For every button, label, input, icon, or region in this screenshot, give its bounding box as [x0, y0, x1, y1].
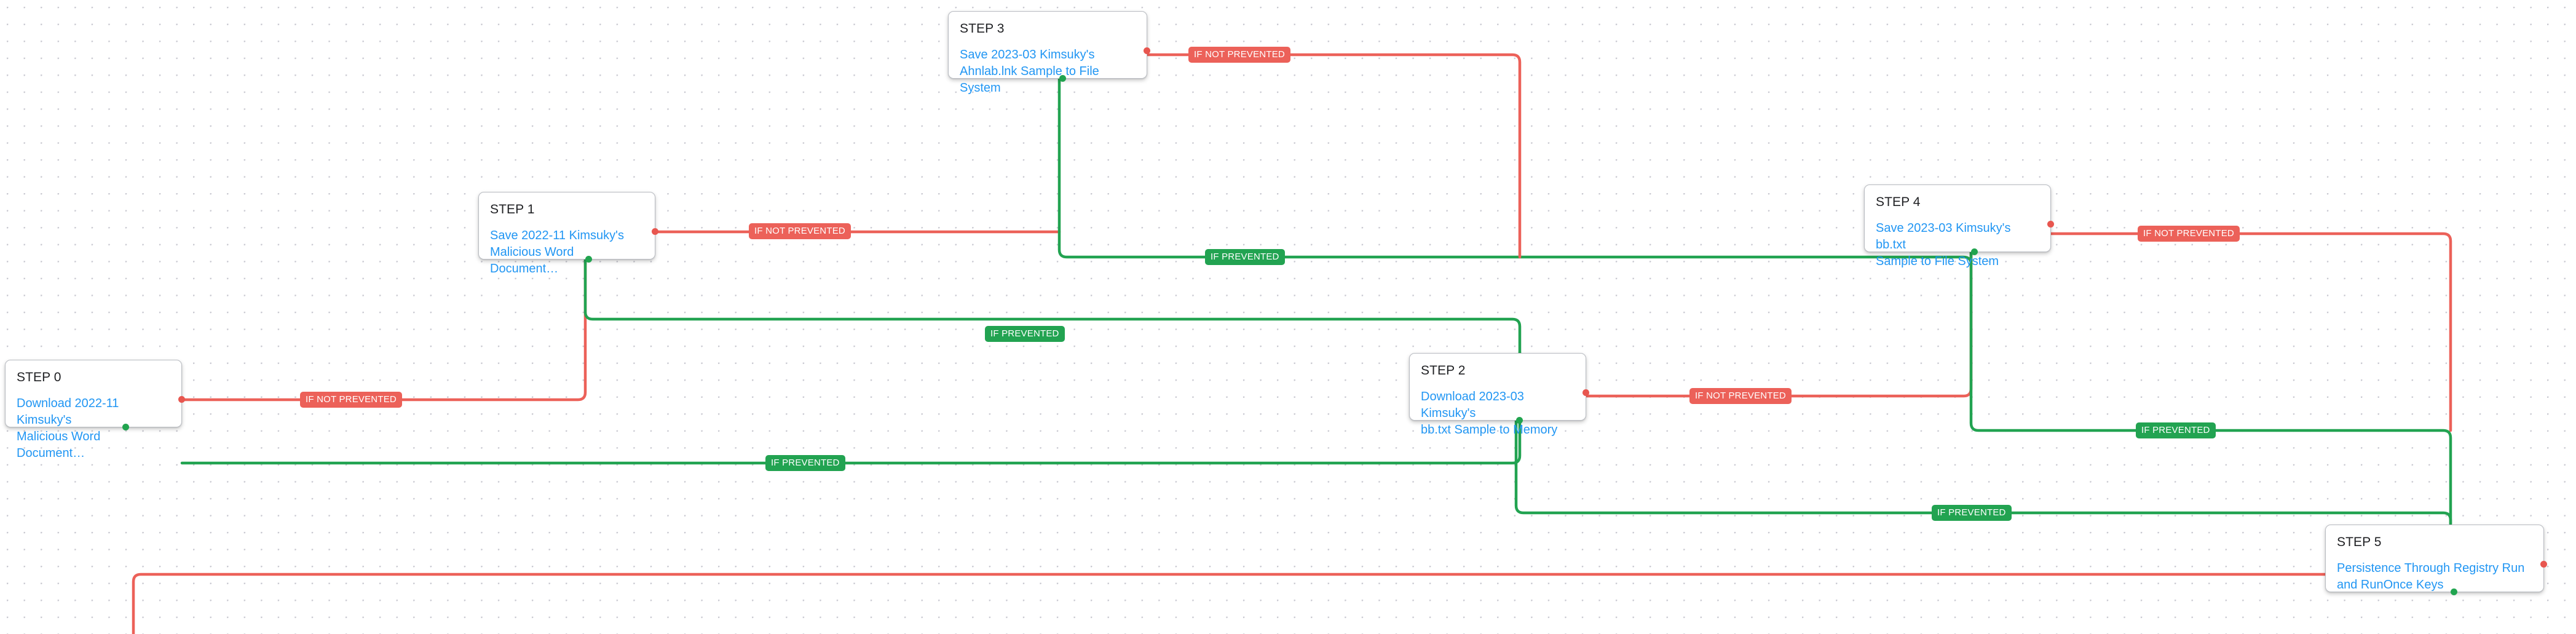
node-step1[interactable]: STEP 1 Save 2022-11 Kimsuky's Malicious … [478, 192, 655, 275]
node-step3-desc-line-2: Ahnlab.lnk Sample to File System [960, 65, 1099, 95]
node-step1-desc-line-1: Save 2022-11 Kimsuky's [490, 229, 624, 243]
node-step2-description: Download 2023-03 Kimsuky's bb.txt Sample… [1421, 389, 1574, 438]
node-step3-title: STEP 3 [960, 22, 1005, 36]
edge-label-step1-step2[interactable]: IF PREVENTED [985, 326, 1065, 342]
edge-label-step3-step4[interactable]: IF PREVENTED [1205, 249, 1285, 265]
edge-label-step2-step5[interactable]: IF PREVENTED [1932, 505, 2012, 521]
node-step5-description: Persistence Through Registry Run and Run… [2337, 560, 2532, 593]
node-step0-desc-line-1: Download 2022-11 Kimsuky's [17, 397, 119, 427]
node-step4-desc-line-1: Save 2023-03 Kimsuky's bb.txt [1876, 221, 2011, 252]
node-step1-desc-line-2: Malicious Word Document… [490, 245, 574, 276]
edge-label-step4-step5-prevented[interactable]: IF PREVENTED [2136, 422, 2216, 438]
port-step4-not-prevented[interactable] [2047, 221, 2054, 228]
node-step0[interactable]: STEP 0 Download 2022-11 Kimsuky's Malici… [5, 360, 182, 460]
node-step4-desc-line-2: Sample to File System [1876, 255, 1999, 269]
edge-step0-step1-not-prevented [180, 257, 587, 402]
edge-step4-step5-prevented [1969, 250, 2452, 526]
node-step1-description: Save 2022-11 Kimsuky's Malicious Word Do… [490, 228, 644, 277]
edge-step2-step4-not-prevented [1584, 250, 1973, 398]
node-step5[interactable]: STEP 5 Persistence Through Registry Run … [2325, 525, 2544, 592]
node-step5-title: STEP 5 [2337, 535, 2382, 549]
node-step2-title: STEP 2 [1421, 363, 1466, 378]
port-step4-prevented[interactable] [1971, 248, 1978, 255]
node-step3-desc-line-1: Save 2023-03 Kimsuky's [960, 48, 1095, 62]
port-step2-prevented[interactable] [1516, 417, 1523, 424]
port-step5-not-prevented[interactable] [2540, 561, 2547, 568]
edge-label-step0-step1[interactable]: IF NOT PREVENTED [300, 392, 402, 408]
node-step4[interactable]: STEP 4 Save 2023-03 Kimsuky's bb.txt Sam… [1864, 184, 2051, 268]
node-step5-desc-line-1: Persistence Through Registry Run [2337, 561, 2525, 576]
node-step4-description: Save 2023-03 Kimsuky's bb.txt Sample to … [1876, 220, 2039, 270]
node-step0-desc-line-2: Malicious Word Document… [17, 430, 101, 461]
port-step5-prevented[interactable] [2451, 588, 2457, 595]
node-step5-desc-line-2: and RunOnce Keys [2337, 578, 2444, 592]
port-step3-prevented[interactable] [1059, 75, 1066, 82]
edge-step0-step2-prevented [180, 351, 1522, 465]
edge-label-step1-step3[interactable]: IF NOT PREVENTED [749, 223, 851, 239]
node-step0-description: Download 2022-11 Kimsuky's Malicious Wor… [17, 395, 170, 462]
node-step0-title: STEP 0 [17, 370, 61, 384]
node-step1-title: STEP 1 [490, 202, 535, 216]
node-step2-desc-line-2: bb.txt Sample to Memory [1421, 423, 1558, 437]
node-step4-title: STEP 4 [1876, 195, 1921, 209]
edge-label-step3-step2[interactable]: IF NOT PREVENTED [1188, 47, 1290, 63]
node-step3-description: Save 2023-03 Kimsuky's Ahnlab.lnk Sample… [960, 47, 1136, 97]
edge-step4-step5-not-prevented [2049, 232, 2452, 432]
edge-step3-step4-prevented [1057, 76, 1973, 266]
node-step3[interactable]: STEP 3 Save 2023-03 Kimsuky's Ahnlab.lnk… [948, 11, 1147, 95]
edge-label-step4-step5-not-prevented[interactable]: IF NOT PREVENTED [2138, 226, 2240, 242]
port-step1-prevented[interactable] [585, 256, 592, 263]
port-step0-not-prevented[interactable] [178, 396, 185, 403]
node-step2[interactable]: STEP 2 Download 2023-03 Kimsuky's bb.txt… [1409, 353, 1586, 437]
port-step3-not-prevented[interactable] [1144, 47, 1150, 54]
edge-step3-step2-not-prevented [1145, 53, 1522, 259]
port-step0-prevented[interactable] [122, 424, 129, 430]
edge-step5-output-not-prevented [132, 573, 2327, 634]
edge-label-step2-step4[interactable]: IF NOT PREVENTED [1689, 388, 1792, 404]
node-step2-desc-line-1: Download 2023-03 Kimsuky's [1421, 390, 1524, 421]
port-step2-not-prevented[interactable] [1582, 389, 1589, 396]
edge-label-step0-step2[interactable]: IF PREVENTED [765, 455, 845, 471]
port-step1-not-prevented[interactable] [652, 228, 658, 235]
